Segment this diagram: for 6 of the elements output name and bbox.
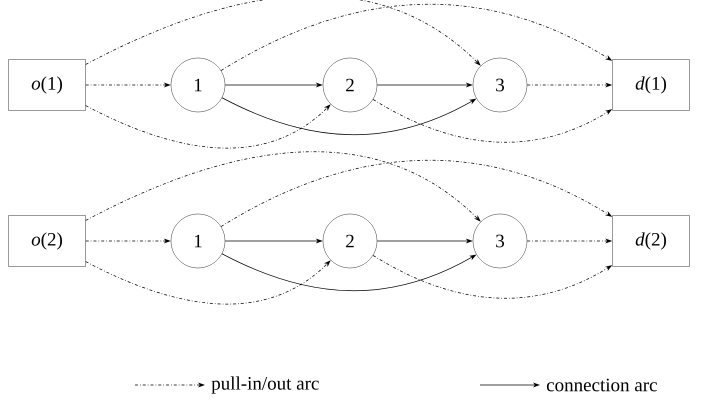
terminal-box: d(2) [612, 215, 690, 267]
terminal-box: o(1) [8, 59, 86, 111]
terminal-box: d(1) [612, 59, 690, 111]
legend-text: connection arc [546, 378, 657, 392]
legend-text: pull-in/out arc [212, 376, 319, 394]
terminal-box: o(2) [8, 215, 86, 267]
